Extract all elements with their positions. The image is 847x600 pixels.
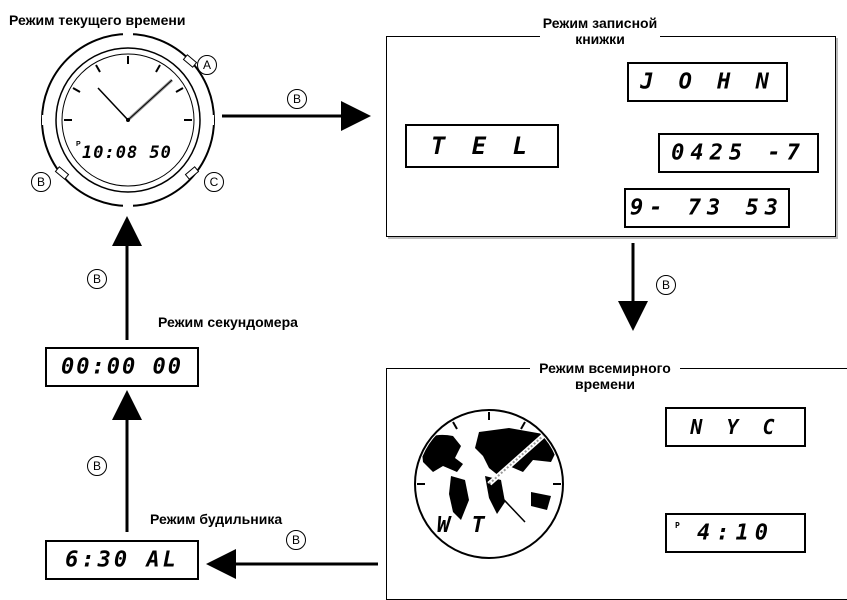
phone1-text: 0425 -7 (671, 140, 806, 166)
button-a-icon: A (197, 55, 217, 75)
button-b-icon: B (87, 456, 107, 476)
timekeeping-title: Режим текущего времени (9, 12, 186, 28)
analog-watch-icon (41, 32, 215, 208)
alarm-display-text: 6:30 AL (65, 547, 179, 573)
stopwatch-title: Режим секундомера (158, 314, 298, 330)
telememo-title: Режим записной книжки (540, 15, 660, 47)
world-map-watch-icon (414, 409, 564, 559)
button-b-icon: B (87, 269, 107, 289)
tel-text: T E L (430, 132, 534, 160)
worldtime-city-display: N Y C (665, 407, 806, 447)
timekeeping-digital-display: 10:08 50 (82, 143, 172, 163)
worldtime-time-display: P 4:10 (665, 513, 806, 553)
button-b-icon: B (656, 275, 676, 295)
worldtime-title-line2: времени (575, 376, 635, 392)
worldtime-title-line1: Режим всемирного (539, 360, 671, 376)
worldtime-title: Режим всемирного времени (530, 360, 680, 392)
telememo-phone1-display: 0425 -7 (658, 133, 819, 173)
name-text: J O H N (640, 69, 775, 95)
telememo-name-display: J O H N (627, 62, 788, 102)
stopwatch-display-text: 00:00 00 (61, 354, 183, 380)
telememo-title-line2: книжки (575, 31, 625, 47)
worldtime-map-label: W T (437, 513, 489, 538)
telememo-tel-display: T E L (405, 124, 559, 168)
alarm-title: Режим будильника (150, 511, 283, 527)
button-b-icon: B (286, 530, 306, 550)
worldtime-time-text: 4:10 (697, 520, 774, 546)
city-text: N Y C (690, 415, 781, 439)
worldtime-pm-indicator: P (675, 521, 680, 530)
alarm-display: 6:30 AL (45, 540, 199, 580)
button-b-icon: B (31, 172, 51, 192)
button-b-icon: B (287, 89, 307, 109)
telememo-phone2-display: 9- 73 53 (624, 188, 790, 228)
telememo-title-line1: Режим записной (542, 15, 658, 31)
stopwatch-display: 00:00 00 (45, 347, 199, 387)
button-c-icon: C (204, 172, 224, 192)
phone2-text: 9- 73 53 (630, 195, 784, 221)
timekeeping-pm-indicator: P (76, 141, 81, 148)
